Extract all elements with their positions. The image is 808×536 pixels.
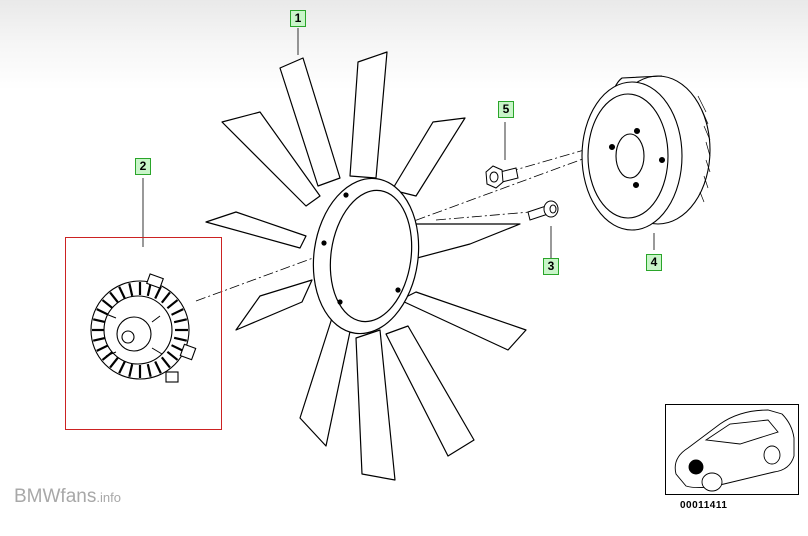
clutch-fin bbox=[146, 363, 152, 378]
clutch-fin bbox=[128, 363, 134, 378]
clutch-fin bbox=[171, 308, 184, 316]
pulley bbox=[581, 75, 711, 231]
reference-thumbnail-frame bbox=[665, 404, 799, 495]
site-watermark: BMWfans.info bbox=[14, 486, 121, 508]
clutch-fin bbox=[154, 361, 162, 374]
callout-1[interactable]: 1 bbox=[290, 10, 306, 27]
clutch-fin bbox=[154, 286, 162, 299]
reference-car-sketch bbox=[674, 409, 795, 492]
clutch-fin bbox=[146, 282, 152, 297]
clutch-fin bbox=[109, 356, 120, 369]
clutch-fin bbox=[166, 299, 179, 310]
selected-part-highlight bbox=[65, 237, 222, 430]
leader-lines bbox=[142, 28, 655, 258]
bolt-3 bbox=[527, 200, 559, 221]
clutch-fin bbox=[109, 291, 120, 304]
callout-5[interactable]: 5 bbox=[498, 101, 514, 118]
clutch-fin bbox=[101, 299, 114, 310]
clutch-fin bbox=[166, 350, 179, 361]
clutch-fin bbox=[118, 286, 126, 299]
clutch-fin bbox=[160, 291, 171, 304]
callout-4[interactable]: 4 bbox=[646, 254, 662, 271]
clutch-fin bbox=[128, 282, 134, 297]
callout-3[interactable]: 3 bbox=[543, 258, 559, 275]
clutch-fin bbox=[173, 318, 188, 324]
reference-number: 00011411 bbox=[680, 500, 728, 511]
clutch-fins bbox=[92, 282, 188, 378]
clutch-fin bbox=[118, 361, 126, 374]
clutch-fin bbox=[96, 344, 109, 352]
fan-blade-assembly bbox=[205, 51, 527, 481]
callout-2[interactable]: 2 bbox=[135, 158, 151, 175]
bolt-5 bbox=[485, 165, 519, 189]
watermark-main: BMWfans bbox=[14, 486, 97, 507]
viscous-clutch bbox=[90, 273, 197, 383]
clutch-fin bbox=[92, 318, 107, 324]
clutch-fin bbox=[160, 356, 171, 369]
clutch-fin bbox=[171, 344, 184, 352]
watermark-suffix: .info bbox=[96, 490, 121, 505]
clutch-fin bbox=[173, 336, 188, 342]
clutch-fin bbox=[92, 336, 107, 342]
